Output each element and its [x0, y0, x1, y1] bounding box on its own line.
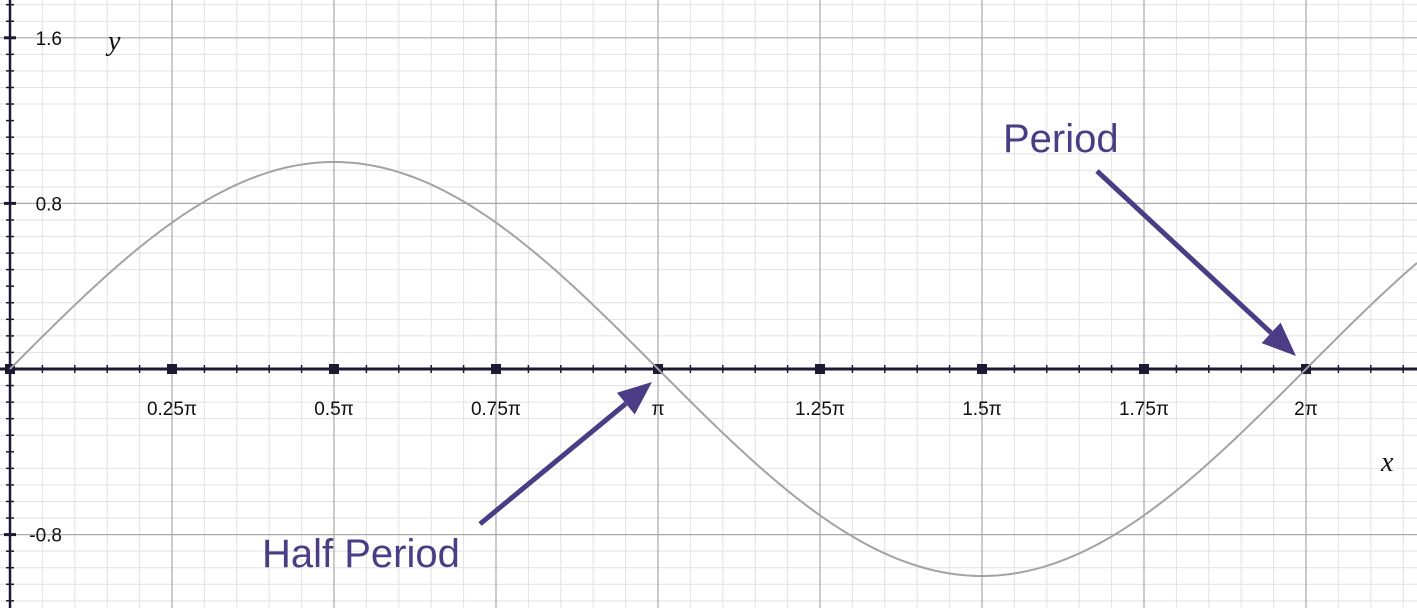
y-tick-label: -0.8	[29, 526, 62, 547]
x-tick-label: 2π	[1294, 399, 1318, 420]
x-tick-marker	[1139, 364, 1149, 374]
sine-curve	[9, 160, 1417, 578]
x-tick-label: 0.75π	[471, 399, 521, 420]
tick-labels: 0.25π 0.5π 0.75π π 1.25π 1.5π 1.75π 2π 1.6 0.8 -0.…	[29, 26, 1394, 547]
annotation-half-period: Half Period	[262, 532, 460, 576]
y-tick-label: 1.6	[36, 29, 62, 50]
x-tick-marker	[167, 364, 177, 374]
x-tick-label: 1.25π	[795, 399, 845, 420]
y-tick-label: 0.8	[36, 194, 62, 215]
y-axis-label: y	[105, 26, 121, 57]
x-tick-label: π	[651, 399, 664, 420]
annotation-arrow-shaft	[478, 401, 628, 526]
x-tick-marker	[815, 364, 825, 374]
annotation-period: Period	[1003, 117, 1119, 161]
sine-curve-layer	[9, 160, 1417, 578]
x-tick-marker	[491, 364, 501, 374]
annotations: Half Period Period	[262, 117, 1296, 576]
x-axis-label: x	[1380, 447, 1394, 478]
annotation-arrow-head	[1261, 322, 1296, 356]
x-tick-label: 0.25π	[147, 399, 197, 420]
x-tick-label: 1.5π	[962, 399, 1002, 420]
x-tick-marker	[329, 364, 339, 374]
annotation-arrow-shaft	[1095, 169, 1273, 335]
x-tick-label: 0.5π	[314, 399, 354, 420]
x-tick-marker	[977, 364, 987, 374]
annotation-arrow-head	[616, 382, 652, 415]
x-tick-label: 1.75π	[1119, 399, 1169, 420]
